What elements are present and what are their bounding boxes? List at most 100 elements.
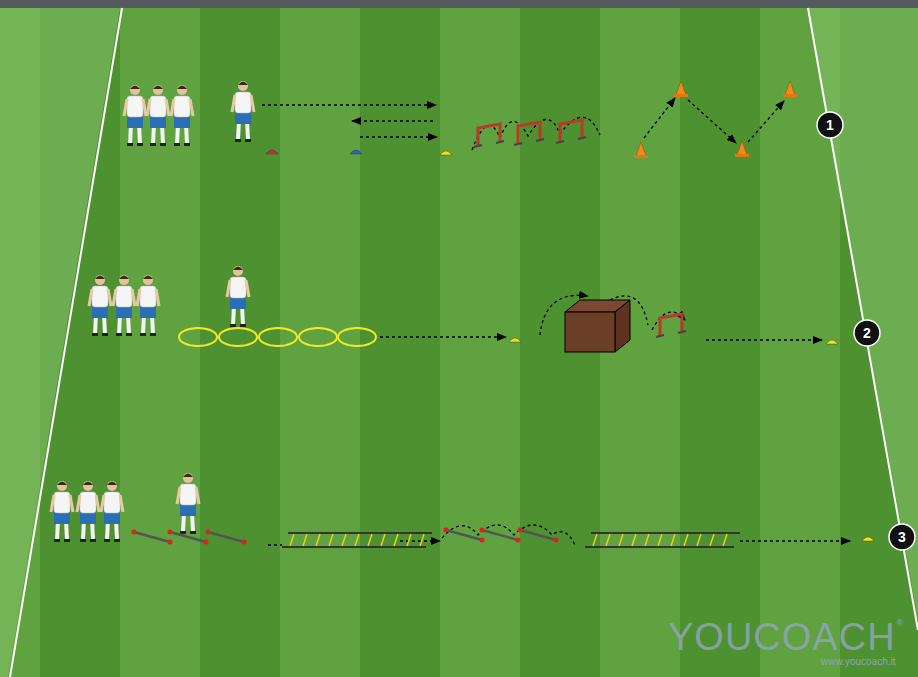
mini-hurdle-end (242, 540, 247, 545)
hurdle-foot (578, 137, 586, 139)
run-path (748, 101, 784, 142)
callout-number: 2 (854, 320, 880, 346)
player-boot (150, 333, 156, 336)
player-shorts (54, 512, 70, 524)
run-path (442, 525, 575, 545)
player (232, 81, 254, 142)
mini-hurdle-end (444, 528, 449, 533)
player-boot (54, 539, 60, 542)
run-path (472, 117, 600, 150)
ladder-rung (684, 534, 688, 546)
ladder-rung (697, 534, 701, 546)
player-arm (143, 99, 146, 116)
marker-disc (350, 150, 362, 154)
marker-disc (266, 150, 278, 154)
run-path (352, 120, 433, 121)
player-boot (92, 333, 98, 336)
player-head (143, 275, 153, 285)
player-shirt (140, 286, 156, 307)
run-path (706, 339, 822, 340)
player-arm (156, 289, 159, 306)
hurdle-foot (496, 141, 504, 143)
hurdle-foot (678, 331, 686, 333)
run-path (644, 98, 675, 138)
player-shirt (92, 286, 108, 307)
player-hair (83, 482, 93, 486)
player-shorts (140, 306, 156, 318)
player-shirt (116, 286, 132, 307)
ladder-rung (342, 534, 346, 546)
mini-hurdle-end (516, 538, 521, 543)
outside-area (808, 8, 918, 677)
player-arm (227, 280, 230, 297)
ladder-rung (645, 534, 649, 546)
ladder-rung (329, 534, 333, 546)
grass-stripe (360, 0, 440, 677)
run-path (380, 336, 506, 337)
player-boot (126, 333, 132, 336)
callout-number: 1 (817, 112, 843, 138)
outside-area (0, 8, 120, 677)
player-head (119, 275, 129, 285)
player-shorts (116, 306, 132, 318)
ladder-rung (355, 534, 359, 546)
cone (636, 142, 646, 156)
run-path (688, 100, 736, 143)
ladder-rung (593, 534, 597, 546)
grass-stripe (200, 0, 280, 677)
player-shorts (174, 116, 190, 128)
player-shorts (104, 512, 120, 524)
player-shirt (127, 96, 143, 117)
ladder-rail (585, 533, 740, 547)
agility-ring (338, 328, 376, 346)
hurdle-foot (556, 141, 564, 143)
player-hair (177, 86, 187, 90)
player-boot (190, 531, 196, 534)
cone (737, 141, 747, 155)
player (51, 481, 73, 542)
player-arm (89, 289, 92, 306)
ladder-rung (407, 534, 411, 546)
ladder-rung (420, 534, 424, 546)
ladder-rung (368, 534, 372, 546)
player-hair (107, 482, 117, 486)
player-arm (171, 99, 174, 116)
player-shirt (150, 96, 166, 117)
player-shirt (54, 492, 70, 513)
player-arm (124, 99, 127, 116)
ladder-rung (381, 534, 385, 546)
ladder-rung (710, 534, 714, 546)
player-shirt (235, 92, 251, 113)
cone-base (783, 94, 797, 97)
hurdle-foot (656, 335, 664, 337)
plyo-box-front (565, 312, 615, 352)
player-boot (184, 143, 190, 146)
player-hair (153, 86, 163, 90)
mini-hurdle-end (206, 530, 211, 535)
player-arm (132, 289, 135, 306)
run-path (268, 544, 282, 545)
ladder-rail (282, 533, 432, 547)
marker-disc (862, 537, 874, 541)
player-arm (51, 495, 54, 512)
player-head (57, 481, 67, 491)
mini-hurdle-end (480, 528, 485, 533)
player-shirt (80, 492, 96, 513)
player (77, 481, 99, 542)
marker-disc (440, 151, 452, 155)
player-boot (180, 531, 186, 534)
player-arm (137, 289, 140, 306)
player-arm (113, 289, 116, 306)
player-head (238, 81, 248, 91)
player-arm (108, 289, 111, 306)
player-boot (114, 539, 120, 542)
cone-base (674, 94, 688, 97)
player-shorts (80, 512, 96, 524)
mini-hurdle (482, 530, 518, 540)
player-boot (160, 143, 166, 146)
player-hair (183, 474, 193, 478)
player-head (233, 266, 243, 276)
agility-ring (259, 328, 297, 346)
run-path (360, 136, 437, 137)
cone-base (634, 155, 648, 158)
